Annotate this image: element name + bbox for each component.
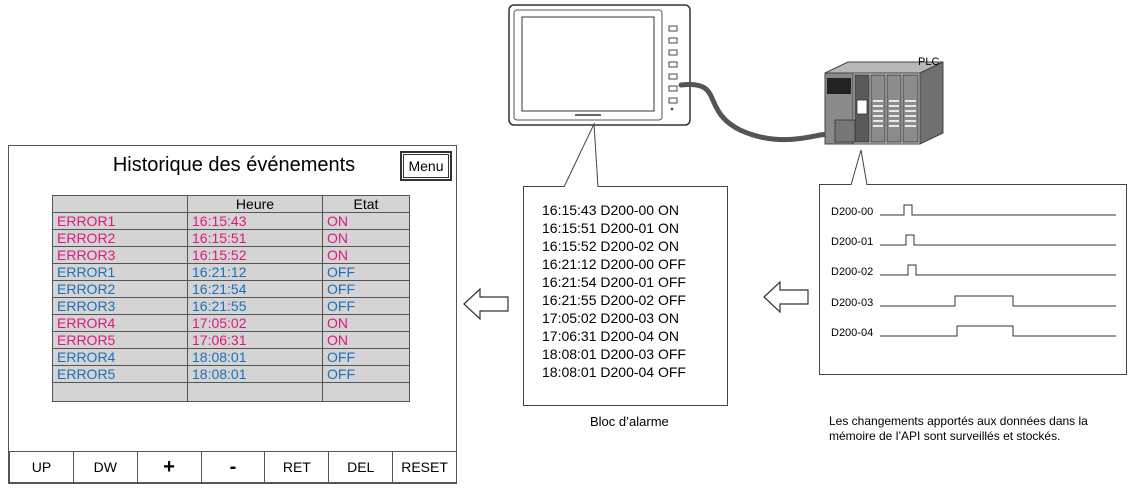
event-name-cell: ERROR1 — [52, 263, 188, 281]
event-state-cell: OFF — [322, 348, 410, 366]
event-state-cell: OFF — [322, 263, 410, 281]
event-time-cell: 16:15:43 — [187, 212, 323, 230]
event-time-cell: 16:21:54 — [187, 280, 323, 298]
alarm-line: 16:21:12 D200-00 OFF — [542, 256, 686, 272]
reset-button[interactable]: RESET — [392, 451, 458, 483]
event-state-cell: OFF — [322, 365, 410, 383]
table-row-empty — [52, 382, 410, 402]
callout-pointer — [563, 122, 599, 188]
event-state-cell: ON — [322, 331, 410, 349]
minus-button[interactable]: - — [200, 451, 266, 483]
event-name-cell: ERROR2 — [52, 229, 188, 247]
event-time-cell: 16:15:51 — [187, 229, 323, 247]
device-illustration — [508, 4, 944, 145]
table-header-row: Heure Etat — [52, 195, 410, 213]
event-time-cell: 16:21:55 — [187, 297, 323, 315]
signal-label: D200-04 — [831, 327, 874, 339]
down-button[interactable]: DW — [72, 451, 138, 483]
empty-cell — [52, 382, 188, 402]
event-state-cell: ON — [322, 314, 410, 332]
plc-label: PLC — [918, 56, 940, 68]
hmi-terminal-icon — [508, 4, 691, 126]
event-history-screen: Historique des événements Menu Heure Eta… — [8, 145, 458, 484]
arrow-left-icon — [463, 287, 509, 321]
menu-button[interactable]: Menu — [400, 151, 452, 181]
event-state-cell: OFF — [322, 297, 410, 315]
delete-button[interactable]: DEL — [328, 451, 394, 483]
alarm-line: 17:05:02 D200-03 ON — [542, 310, 679, 326]
alarm-list: 16:15:43 D200-00 ON 16:15:51 D200-01 ON … — [542, 201, 686, 381]
alarm-line: 16:15:51 D200-01 ON — [542, 220, 679, 236]
event-state-cell: ON — [322, 229, 410, 247]
timing-chart-box: D200-00 D200-01 D200-02 D200-03 D200-04 — [819, 184, 1127, 375]
return-button[interactable]: RET — [264, 451, 330, 483]
event-name-cell: ERROR4 — [52, 314, 188, 332]
empty-cell — [322, 382, 410, 402]
alarm-line: 16:15:52 D200-02 ON — [542, 238, 679, 254]
alarm-line: 16:15:43 D200-00 ON — [542, 202, 679, 218]
event-state-cell: ON — [322, 246, 410, 264]
empty-cell — [187, 382, 323, 402]
table-header-time: Heure — [187, 195, 323, 213]
alarm-line: 16:21:54 D200-01 OFF — [542, 274, 686, 290]
alarm-line: 16:21:55 D200-02 OFF — [542, 292, 686, 308]
callout-pointer — [850, 149, 868, 186]
signal-label: D200-03 — [831, 297, 874, 309]
event-state-cell: ON — [322, 212, 410, 230]
table-header-name — [52, 195, 188, 213]
alarm-block-box: 16:15:43 D200-00 ON 16:15:51 D200-01 ON … — [523, 186, 728, 406]
signal-label: D200-00 — [831, 206, 874, 218]
alarm-line: 18:08:01 D200-03 OFF — [542, 346, 686, 362]
event-time-cell: 18:08:01 — [187, 365, 323, 383]
event-time-cell: 17:06:31 — [187, 331, 323, 349]
plus-button[interactable]: + — [136, 451, 202, 483]
event-time-cell: 18:08:01 — [187, 348, 323, 366]
plc-unit-icon — [824, 61, 944, 145]
up-button[interactable]: UP — [9, 451, 74, 483]
event-name-cell: ERROR3 — [52, 246, 188, 264]
event-name-cell: ERROR4 — [52, 348, 188, 366]
timing-chart — [880, 204, 1116, 337]
event-time-cell: 16:21:12 — [187, 263, 323, 281]
event-name-cell: ERROR5 — [52, 331, 188, 349]
signal-label: D200-01 — [831, 236, 874, 248]
table-header-state: Etat — [322, 195, 410, 213]
event-name-cell: ERROR1 — [52, 212, 188, 230]
alarm-line: 17:06:31 D200-04 ON — [542, 328, 679, 344]
event-name-cell: ERROR5 — [52, 365, 188, 383]
screen-title: Historique des événements — [112, 154, 356, 176]
signal-label: D200-02 — [831, 266, 874, 278]
button-row: UP DW + - RET DEL RESET — [9, 451, 458, 483]
alarm-line: 18:08:01 D200-04 OFF — [542, 364, 686, 380]
event-name-cell: ERROR2 — [52, 280, 188, 298]
event-state-cell: OFF — [322, 280, 410, 298]
monitoring-note: Les changements apportés aux données dan… — [829, 414, 1088, 443]
event-name-cell: ERROR3 — [52, 297, 188, 315]
event-time-cell: 17:05:02 — [187, 314, 323, 332]
event-time-cell: 16:15:52 — [187, 246, 323, 264]
arrow-left-icon — [763, 280, 809, 314]
alarm-block-caption: Bloc d’alarme — [590, 414, 669, 429]
